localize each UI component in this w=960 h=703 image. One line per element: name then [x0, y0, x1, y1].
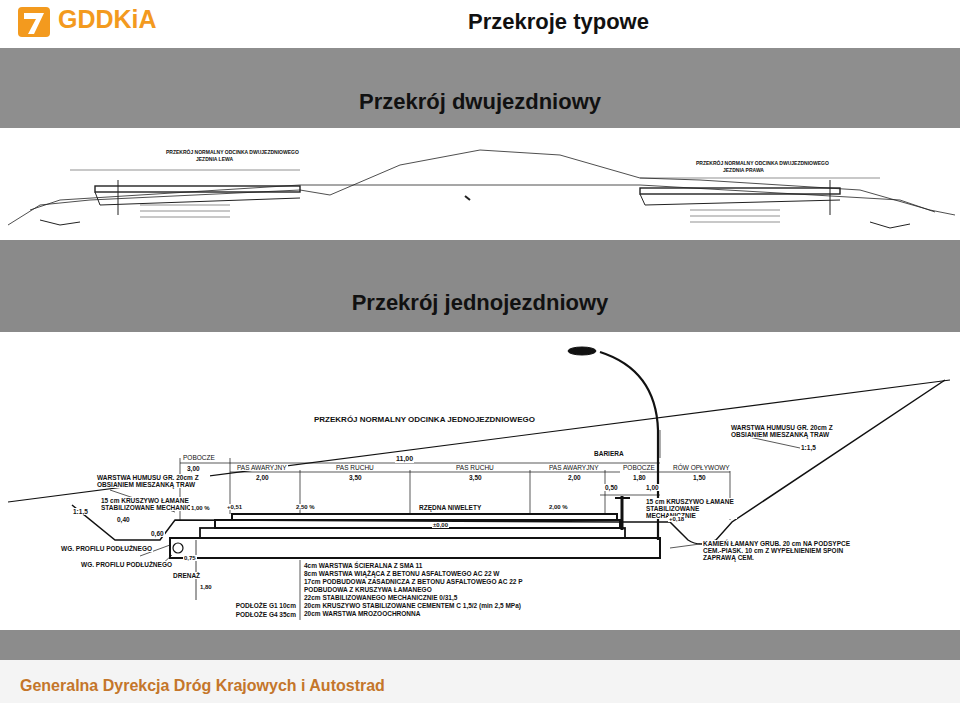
section-band: Przekrój dwujezdniowy	[0, 48, 960, 128]
dimension-name: PAS RUCHU	[335, 464, 375, 471]
part-name: BARIERA	[593, 450, 625, 457]
logo-text: GDDKiA	[58, 6, 157, 33]
dimension-value: 1,00	[645, 484, 660, 491]
drawing-title: PRZEKRÓJ NORMALNY ODCINKA JEDNOJEZDNIOWE…	[313, 416, 536, 425]
dimension-value: 0,75	[183, 555, 197, 561]
footer-ground	[0, 660, 960, 703]
footer-strip	[0, 630, 960, 660]
band-ground	[0, 48, 960, 128]
note: WG. PROFILU PODŁUŻNEGO	[80, 561, 173, 568]
layer-name: 20cm KRUSZYWO STABILIZOWANE CEMENTEM C 1…	[303, 602, 522, 609]
dimension-value: 2,00	[255, 474, 270, 481]
band-heading: Przekrój jednojezdniowy	[0, 290, 960, 316]
layer-note: WARSTWA HUMUSU GR. 20cm Z OBSIANIEM MIES…	[730, 424, 852, 438]
layer-note: KAMIEŃ ŁAMANY GRUB. 20 cm NA PODSYPCE CE…	[702, 540, 854, 561]
level-value: ±0,00	[432, 522, 449, 528]
dimension-value: 1,50	[692, 474, 707, 481]
dimension-name: PAS RUCHU	[455, 464, 495, 471]
level-name: RZĘDNA NIWELETY	[418, 504, 482, 511]
dimension-value: 1,80	[199, 584, 213, 590]
page-title: Przekroje typowe	[468, 10, 649, 34]
part-name: DRENAŻ	[172, 572, 201, 579]
layer-name: PODBUDOWA Z KRUSZYWA ŁAMANEGO	[303, 586, 433, 593]
dimension-name: PAS AWARYJNY	[236, 464, 288, 471]
slope-value: 2,00 %	[548, 504, 569, 510]
level-value: +0,51	[226, 504, 243, 510]
dimension-value: 0,50	[604, 484, 619, 491]
layer-name: 4cm WARSTWA ŚCIERALNA Z SMA 11	[303, 562, 423, 569]
drawing-title: JEZDNIA LEWA	[195, 157, 234, 162]
note: WG. PROFILU PODŁUŻNEGO	[60, 545, 153, 552]
drawing-title: PRZEKRÓJ NORMALNY ODCINKA DWUJEZDNIOWEGO	[165, 150, 300, 155]
dimension-value: 2,00	[567, 474, 582, 481]
subgrade-name: PODŁOŻE G1 10cm	[235, 602, 297, 609]
slope-value: 1,00 %	[190, 505, 211, 511]
slope-ratio: 1:1,5	[800, 444, 817, 451]
dimension-value: 1,80	[632, 474, 647, 481]
layer-name: 20cm WARSTWA MROZOOCHRONNA	[303, 610, 421, 617]
dimension-name: POBOCZE	[182, 454, 216, 461]
footer-text: Generalna Dyrekcja Dróg Krajowych i Auto…	[20, 677, 385, 694]
dimension-name: RÓW OPŁYWOWY	[672, 464, 731, 471]
layer-name: 22cm STABILIZOWANEGO MECHANICZNIE 0/31,5	[303, 594, 458, 601]
dimension-value: 11,00	[395, 455, 414, 463]
slope-ratio: 1:1,5	[72, 508, 89, 515]
layer-name: 8cm WARSTWA WIĄŻĄCA Z BETONU ASFALTOWEGO…	[303, 570, 501, 577]
drawing-title: PRZEKRÓJ NORMALNY ODCINKA DWUJEZDNIOWEGO	[695, 161, 830, 166]
level-value: +0,18	[668, 516, 685, 522]
dimension-value: 3,50	[348, 474, 363, 481]
dimension-value: 0,40	[116, 516, 131, 523]
dimension-name: POBOCZE	[622, 464, 656, 471]
dimension-value: 0,60	[150, 530, 165, 537]
band-ground	[0, 240, 960, 332]
dimension-name: PAS AWARYJNY	[548, 464, 600, 471]
dimension-value: 3,50	[468, 474, 483, 481]
layer-name: 17cm PODBUDOWA ZASADNICZA Z BETONU ASFAL…	[303, 578, 524, 585]
logo-icon	[18, 7, 50, 37]
drawing-title: JEZDNIA PRAWA	[722, 168, 765, 173]
slope-value: 2,50 %	[295, 504, 316, 510]
dimension-value: 3,00	[186, 465, 201, 472]
layer-note: 15 cm KRUSZYWO ŁAMANE STABILIZOWANE MECH…	[645, 498, 737, 519]
subgrade-name: PODŁOŻE G4 35cm	[235, 611, 297, 618]
layer-note: WARSTWA HUMUSU GR. 20cm Z OBSIANIEM MIES…	[96, 474, 210, 488]
dual-carriageway-drawing	[8, 150, 955, 228]
section-band: Przekrój jednojezdniowy	[0, 240, 960, 332]
single-carriageway-drawing	[8, 347, 950, 620]
band-heading: Przekrój dwujezdniowy	[0, 89, 960, 115]
